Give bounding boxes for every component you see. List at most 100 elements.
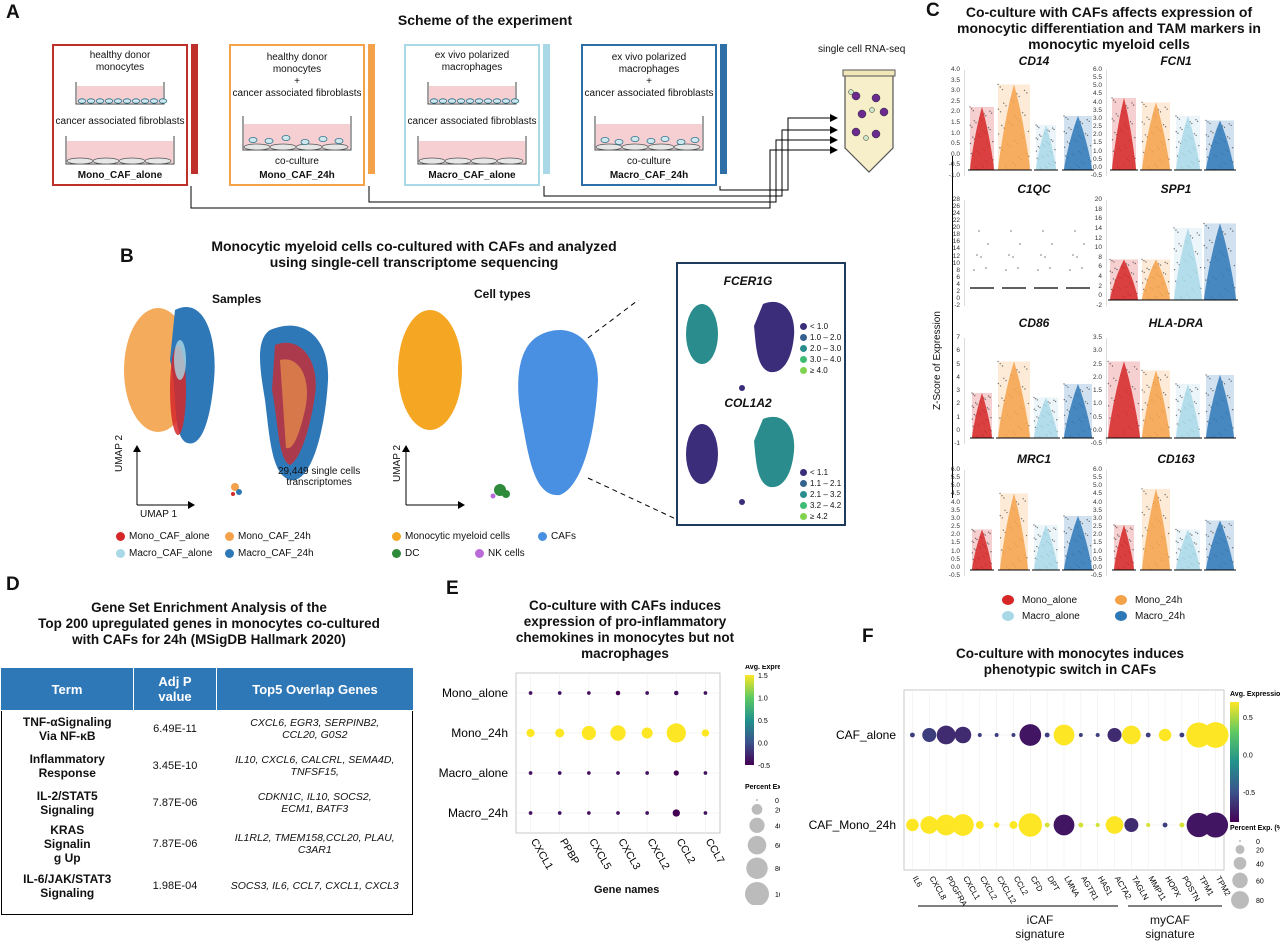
box-bottom-text: co-culture: [275, 156, 319, 167]
violin-tick: -0.5: [1090, 172, 1102, 179]
panele-title: Co-culture with CAFs induces expression …: [515, 598, 735, 661]
dot-mark: [581, 725, 596, 741]
sample-name: Mono_CAF_24h: [259, 170, 335, 181]
category-tick-label: IL6: [911, 875, 925, 890]
size-legend-tick: 40: [775, 823, 780, 830]
violin-plot: [1106, 70, 1236, 176]
legend-swatch: [1002, 595, 1014, 606]
panel-label-c: C: [926, 0, 940, 21]
sample-name: Mono_CAF_alone: [77, 170, 163, 181]
bin-dot: [800, 323, 807, 331]
violin-tick: 5.0: [1092, 82, 1102, 90]
bin-legend-item: ≥ 4.0: [800, 366, 828, 375]
dot-mark: [1053, 814, 1075, 836]
violin-tick: 4.0: [1092, 498, 1102, 506]
bin-dot: [800, 480, 807, 488]
term-cell: IL-2/STAT5 Signaling: [36, 788, 98, 817]
panelf-title: Co-culture with monocytes induces phenot…: [955, 646, 1185, 677]
dot-mark: [641, 727, 653, 739]
dot-mark: [645, 771, 649, 775]
violin-gene-title: CD86: [1018, 316, 1050, 330]
violin-plot: [1106, 200, 1238, 306]
mycaf-label: myCAF signature: [1145, 913, 1195, 941]
header-pvalue: Adj P value: [133, 668, 217, 710]
panel-label-b: B: [120, 246, 134, 267]
violin-tick: 1.5: [1092, 139, 1102, 147]
category-tick-label: CCL2: [674, 837, 698, 866]
violin-plot: [1106, 470, 1236, 576]
violin-legend-item: Mono_alone: [1002, 595, 1077, 606]
dot-mark: [672, 809, 680, 817]
dot-mark: [1107, 728, 1122, 742]
violin-tick: -2: [1096, 302, 1102, 309]
scheme-title: Scheme of the experiment: [397, 12, 573, 28]
colorbar-title: Avg. Expression: [745, 665, 780, 671]
dot-mark: [673, 770, 679, 776]
icaf-label: iCAF signature: [1015, 913, 1065, 941]
dot-mark: [993, 822, 1000, 828]
violin-tick: 0.0: [950, 563, 960, 571]
dot-mark: [1044, 822, 1050, 828]
violin-tick: 6: [956, 273, 960, 281]
violin-tick: 2.5: [1092, 523, 1102, 531]
violin-tick: 5.5: [1092, 74, 1102, 82]
dot-mark: [952, 814, 974, 836]
violin-tick: 1.5: [950, 539, 960, 547]
celltype-legend-item: DC: [392, 548, 419, 559]
genes-cell: SOCS3, IL6, CCL7, CXCL1, CXCL3: [230, 879, 399, 892]
genes-cell: CDKN1C, IL10, SOCS2, ECM1, BATF3: [257, 790, 372, 815]
violin-gene-title: HLA-DRA: [1148, 316, 1204, 330]
violin-gene-title: MRC1: [1016, 452, 1051, 466]
bin-dot: [800, 356, 807, 364]
sample-legend-item: Macro_CAF_alone: [116, 548, 212, 559]
violin-tick: 3: [956, 387, 960, 394]
violin-tick: 16: [1094, 215, 1102, 223]
violin-tick: 3.5: [1092, 106, 1102, 114]
violin-tick: 2.0: [1092, 131, 1102, 139]
dot-mark: [906, 818, 919, 832]
dot-mark: [615, 690, 621, 696]
size-legend-tick: 60: [775, 843, 780, 850]
header-genes: Top5 Overlap Genes: [216, 668, 413, 710]
violin-tick: 4.0: [950, 66, 960, 73]
dot-mark: [528, 771, 533, 775]
violin-tick: 3.5: [1092, 506, 1102, 514]
violin-tick: 12: [952, 252, 960, 260]
dot-mark: [1146, 823, 1151, 827]
size-legend-tick: 0: [1256, 839, 1260, 846]
col1a2-title: COL1A2: [724, 396, 772, 410]
violin-tick: 0.0: [1092, 563, 1102, 571]
dot-mark: [1044, 732, 1050, 738]
dot-mark: [954, 726, 972, 744]
legend-dot: [225, 548, 234, 558]
violin-tick: 2.5: [1092, 360, 1102, 368]
size-legend-tick: 80: [1256, 898, 1264, 905]
box-mid-text: cancer associated fibroblasts: [407, 116, 537, 127]
violin-tick: 1.5: [1092, 539, 1102, 547]
violin-tick: 0.5: [1092, 155, 1102, 163]
violin-tick: 1.5: [1092, 387, 1102, 394]
violin-tick: 24: [952, 210, 960, 218]
violin-gene-title: FCN1: [1160, 54, 1192, 68]
size-legend-tick: 60: [1256, 878, 1264, 885]
term-cell: KRAS Signalin g Up: [43, 823, 91, 865]
violin-tick: 12: [1094, 234, 1102, 242]
dot-mark: [975, 821, 984, 829]
violin-tick: 5.0: [950, 482, 960, 490]
culture-dish-icon: [417, 82, 527, 165]
box-top-text: ex vivo polarized macrophages: [434, 50, 510, 73]
gsea-table-border: [1, 711, 413, 915]
colorbar-tick: 0.5: [758, 718, 768, 725]
panel-label-f: F: [862, 626, 874, 647]
violin-tick: 4: [956, 280, 960, 288]
colorbar-tick: -0.5: [758, 763, 770, 770]
violin-tick: 5: [956, 360, 960, 368]
row-tick-label: Mono_alone: [442, 686, 508, 700]
violin-tick: 2.0: [1092, 373, 1102, 381]
dot-mark: [557, 771, 562, 775]
category-tick-label: PPBP: [557, 837, 581, 867]
violin-tick: 1.0: [950, 547, 960, 555]
